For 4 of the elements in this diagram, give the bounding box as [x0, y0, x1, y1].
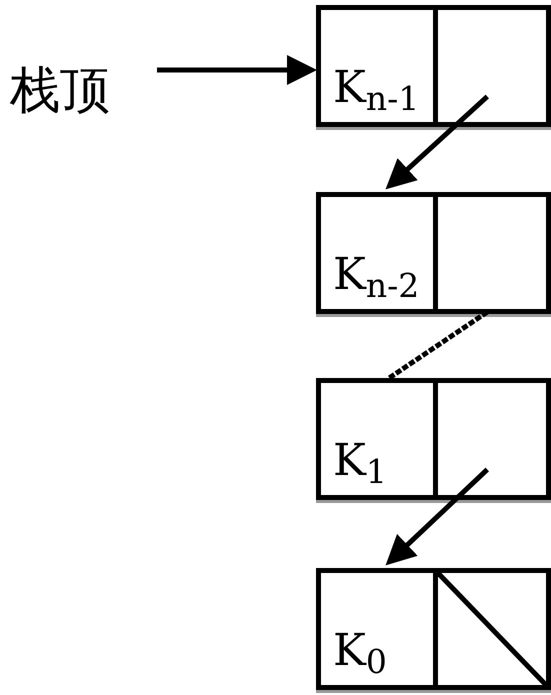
arrow — [386, 468, 489, 566]
arrow — [157, 55, 317, 85]
stack-top-label: 栈顶 — [10, 55, 155, 125]
arrow — [386, 94, 489, 190]
